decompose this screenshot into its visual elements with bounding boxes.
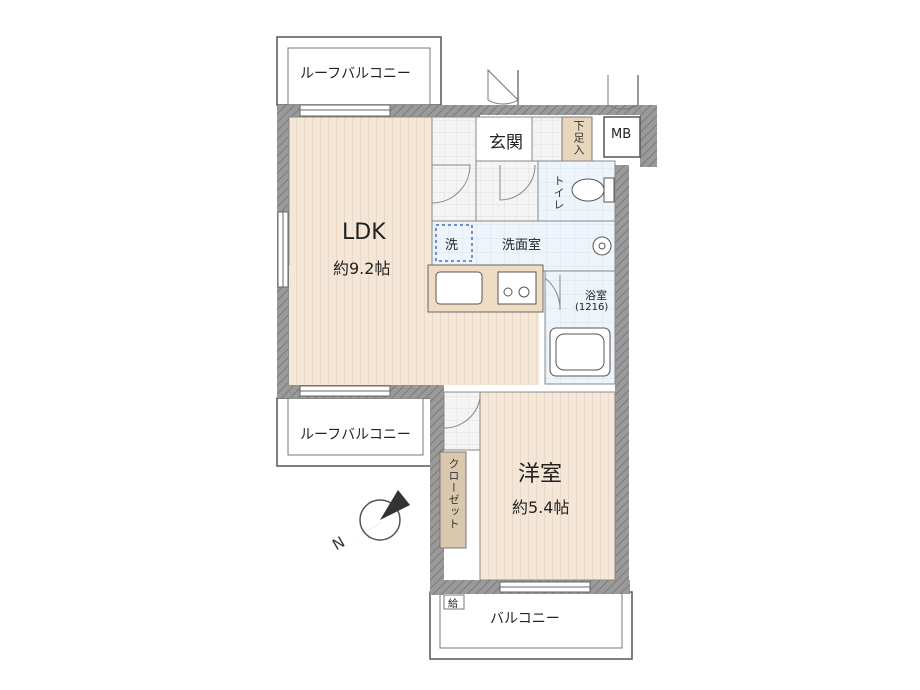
western-floor [479,391,616,581]
roof-balcony-middle-label: ルーフバルコニー [300,427,411,443]
washroom-label: 洗面室 [502,238,542,253]
roof-balcony-top-label: ルーフバルコニー [300,66,411,82]
bath-size: (1216) [575,302,609,313]
mb-label: MB [611,127,632,142]
washroom [431,220,616,272]
shoe-storage-label: 下足入 [572,120,585,156]
balcony-label: バルコニー [490,611,560,627]
ldk-size: 約9.2帖 [333,259,391,278]
closet-label: クローゼット [447,458,460,530]
compass-north-label: N [329,533,348,554]
bath-label: 浴室 [585,289,607,302]
closet [439,451,467,549]
western-name: 洋室 [518,462,563,487]
water-heater-label: 給 [448,599,458,610]
toilet-label: トイレ [552,175,565,211]
compass-icon: N [329,490,410,554]
ldk-name: LDK [342,220,386,245]
western-size: 約5.4帖 [512,498,570,517]
entrance-label: 玄関 [489,133,523,153]
washer-label: 洗 [445,238,459,253]
